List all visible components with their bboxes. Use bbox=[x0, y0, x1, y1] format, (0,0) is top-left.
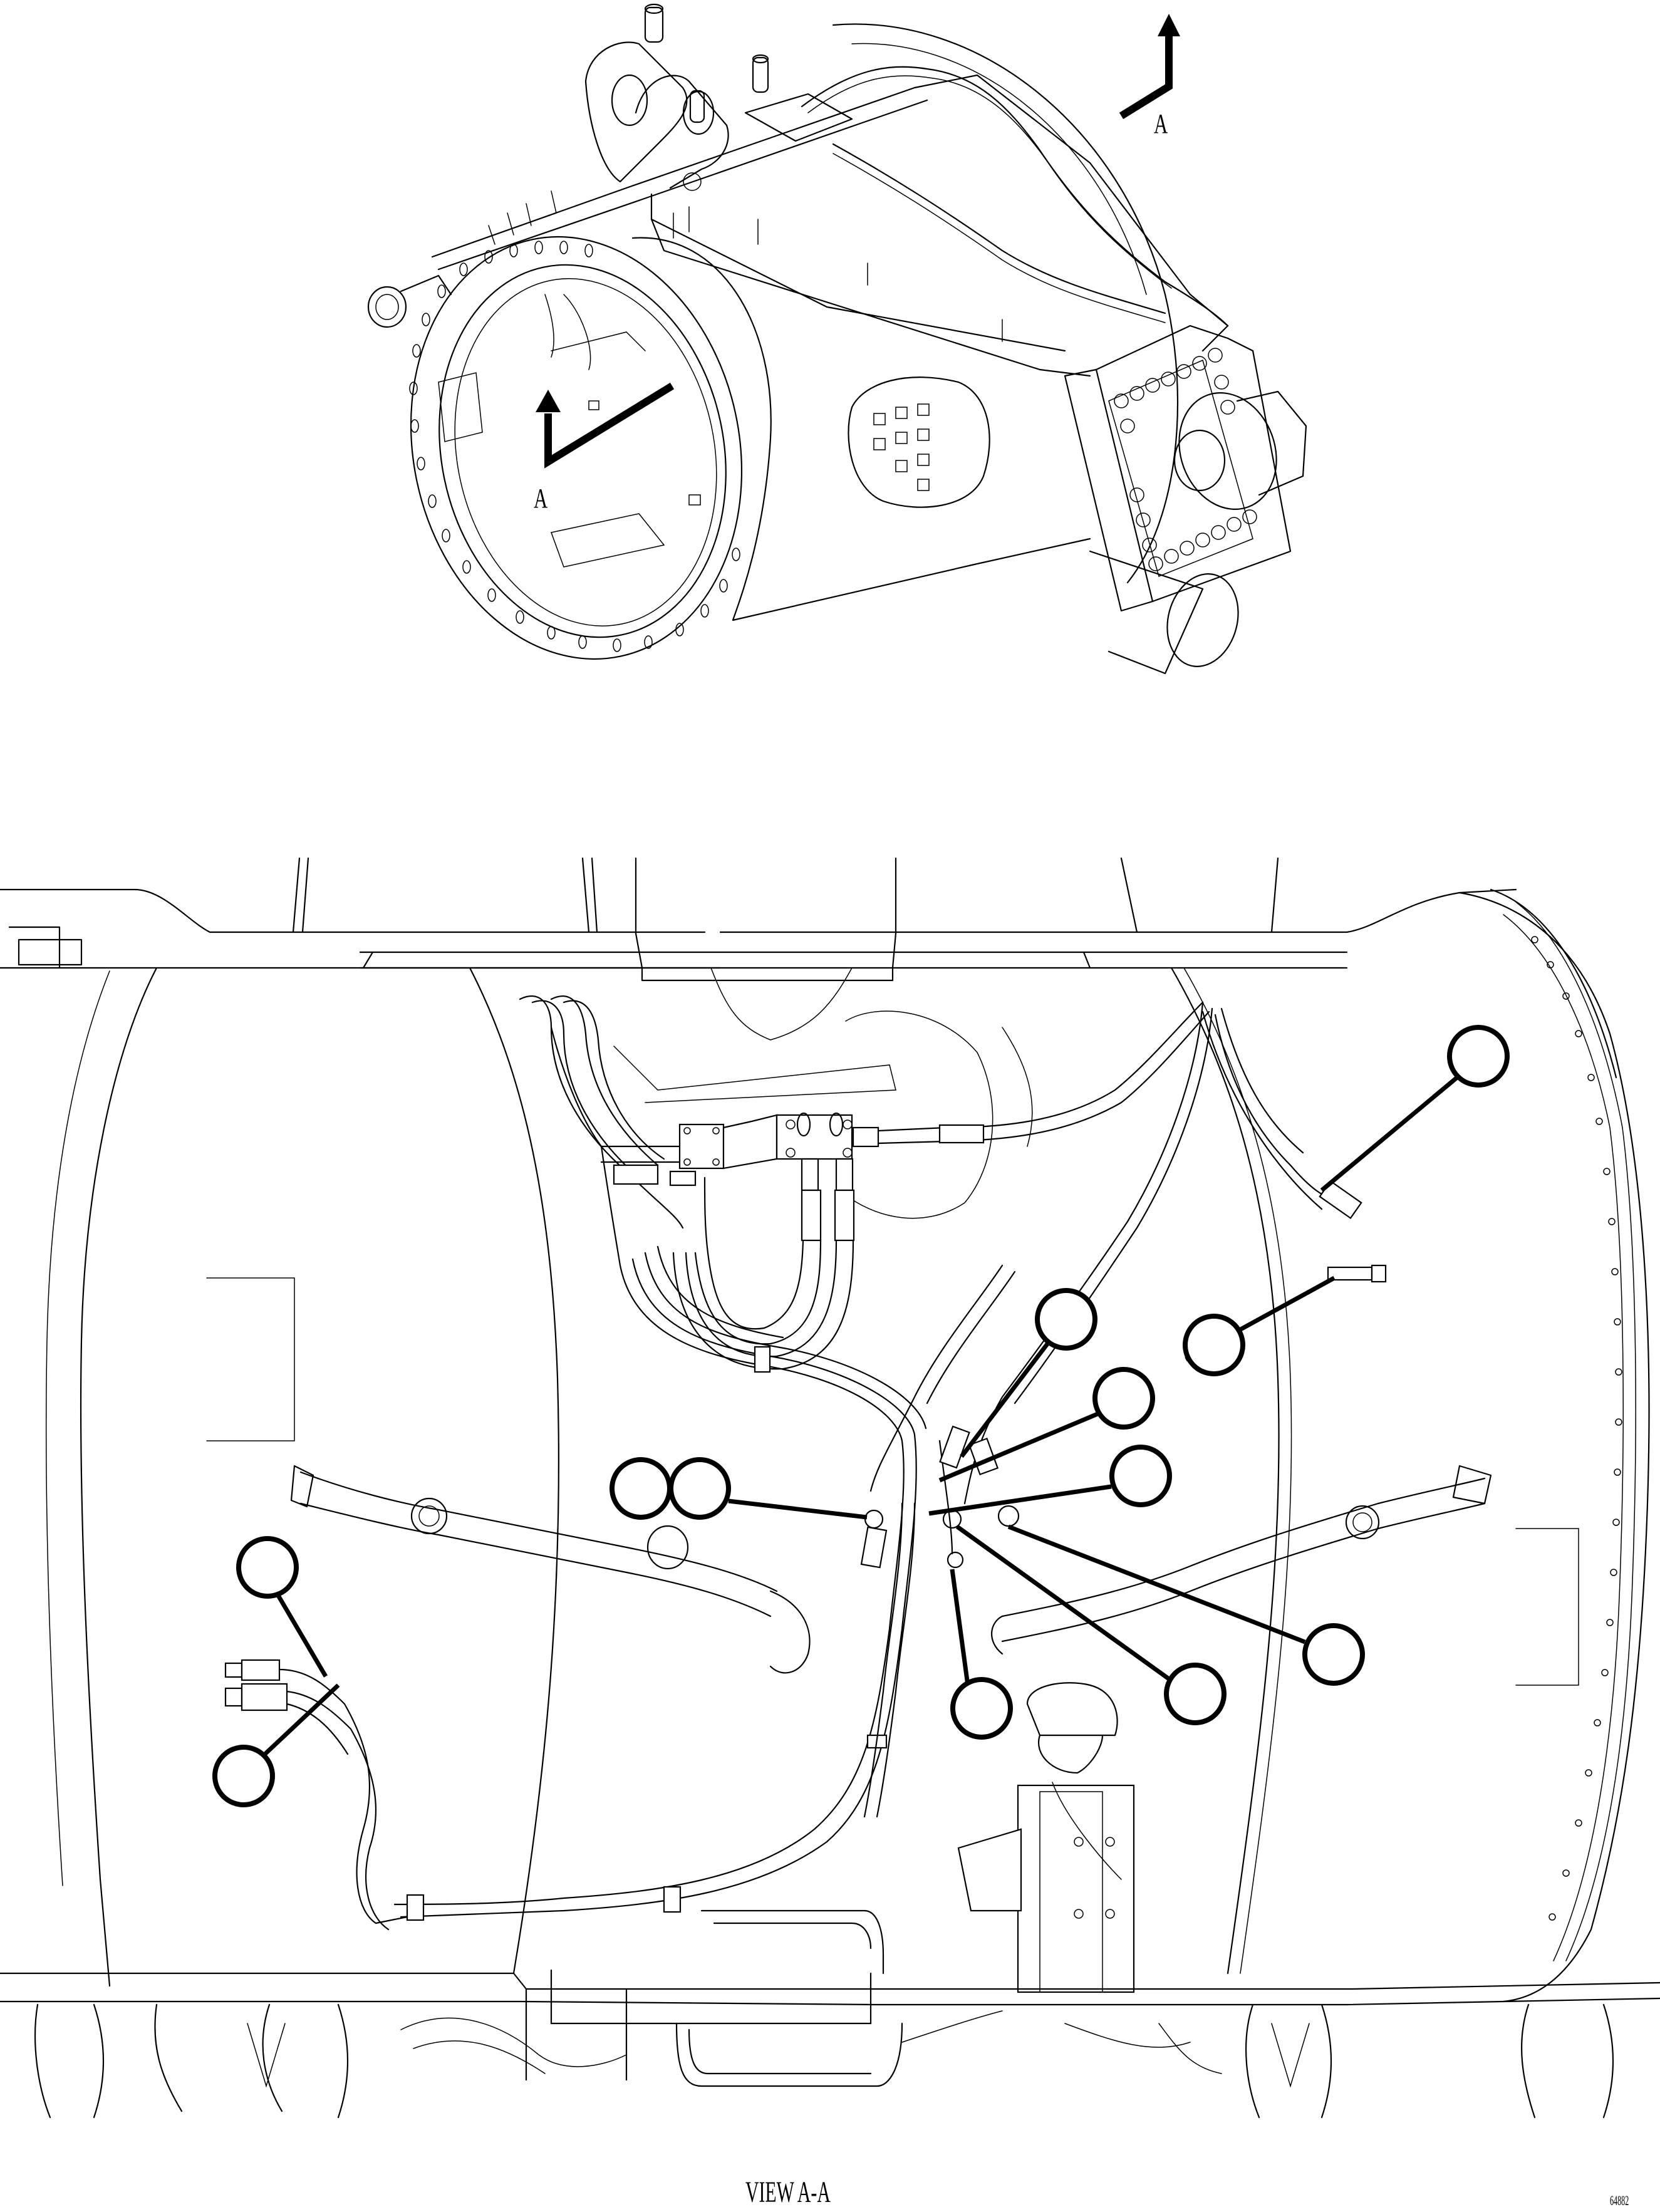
view-title: VIEW A-A bbox=[745, 2176, 831, 2209]
flange-holes bbox=[409, 241, 740, 652]
callout-balloon-7[interactable] bbox=[668, 1457, 731, 1520]
callout-balloon-9[interactable] bbox=[1164, 1663, 1227, 1725]
section-label-left: A bbox=[534, 483, 548, 514]
callout-balloon-3[interactable] bbox=[1035, 1288, 1097, 1351]
studs bbox=[488, 172, 1003, 342]
callout-balloon-2[interactable] bbox=[1183, 1314, 1245, 1376]
cover-bolts bbox=[873, 403, 930, 491]
callout-balloon-12[interactable] bbox=[212, 1745, 275, 1807]
section-arrow-icon bbox=[536, 390, 561, 412]
callout-balloon-4[interactable] bbox=[1092, 1367, 1155, 1430]
upper-isometric-view bbox=[367, 3, 1307, 675]
callout-balloon-1[interactable] bbox=[1447, 1025, 1510, 1088]
callout-balloon-6[interactable] bbox=[610, 1457, 672, 1520]
callout-balloon-10[interactable] bbox=[950, 1677, 1013, 1740]
figure-number: 64882 bbox=[1610, 2193, 1629, 2208]
section-arrow-icon bbox=[1158, 14, 1180, 36]
callout-balloon-11[interactable] bbox=[236, 1536, 299, 1599]
callout-balloon-8[interactable] bbox=[1302, 1623, 1365, 1686]
callout-balloon-5[interactable] bbox=[1109, 1445, 1172, 1507]
section-line-a-left bbox=[544, 382, 675, 469]
box-bolts bbox=[1114, 348, 1257, 571]
section-label-top: A bbox=[1154, 108, 1168, 139]
leader-lines bbox=[263, 1076, 1459, 1756]
flange-hole-row bbox=[1531, 936, 1622, 1921]
section-line-a-top bbox=[1119, 28, 1173, 120]
